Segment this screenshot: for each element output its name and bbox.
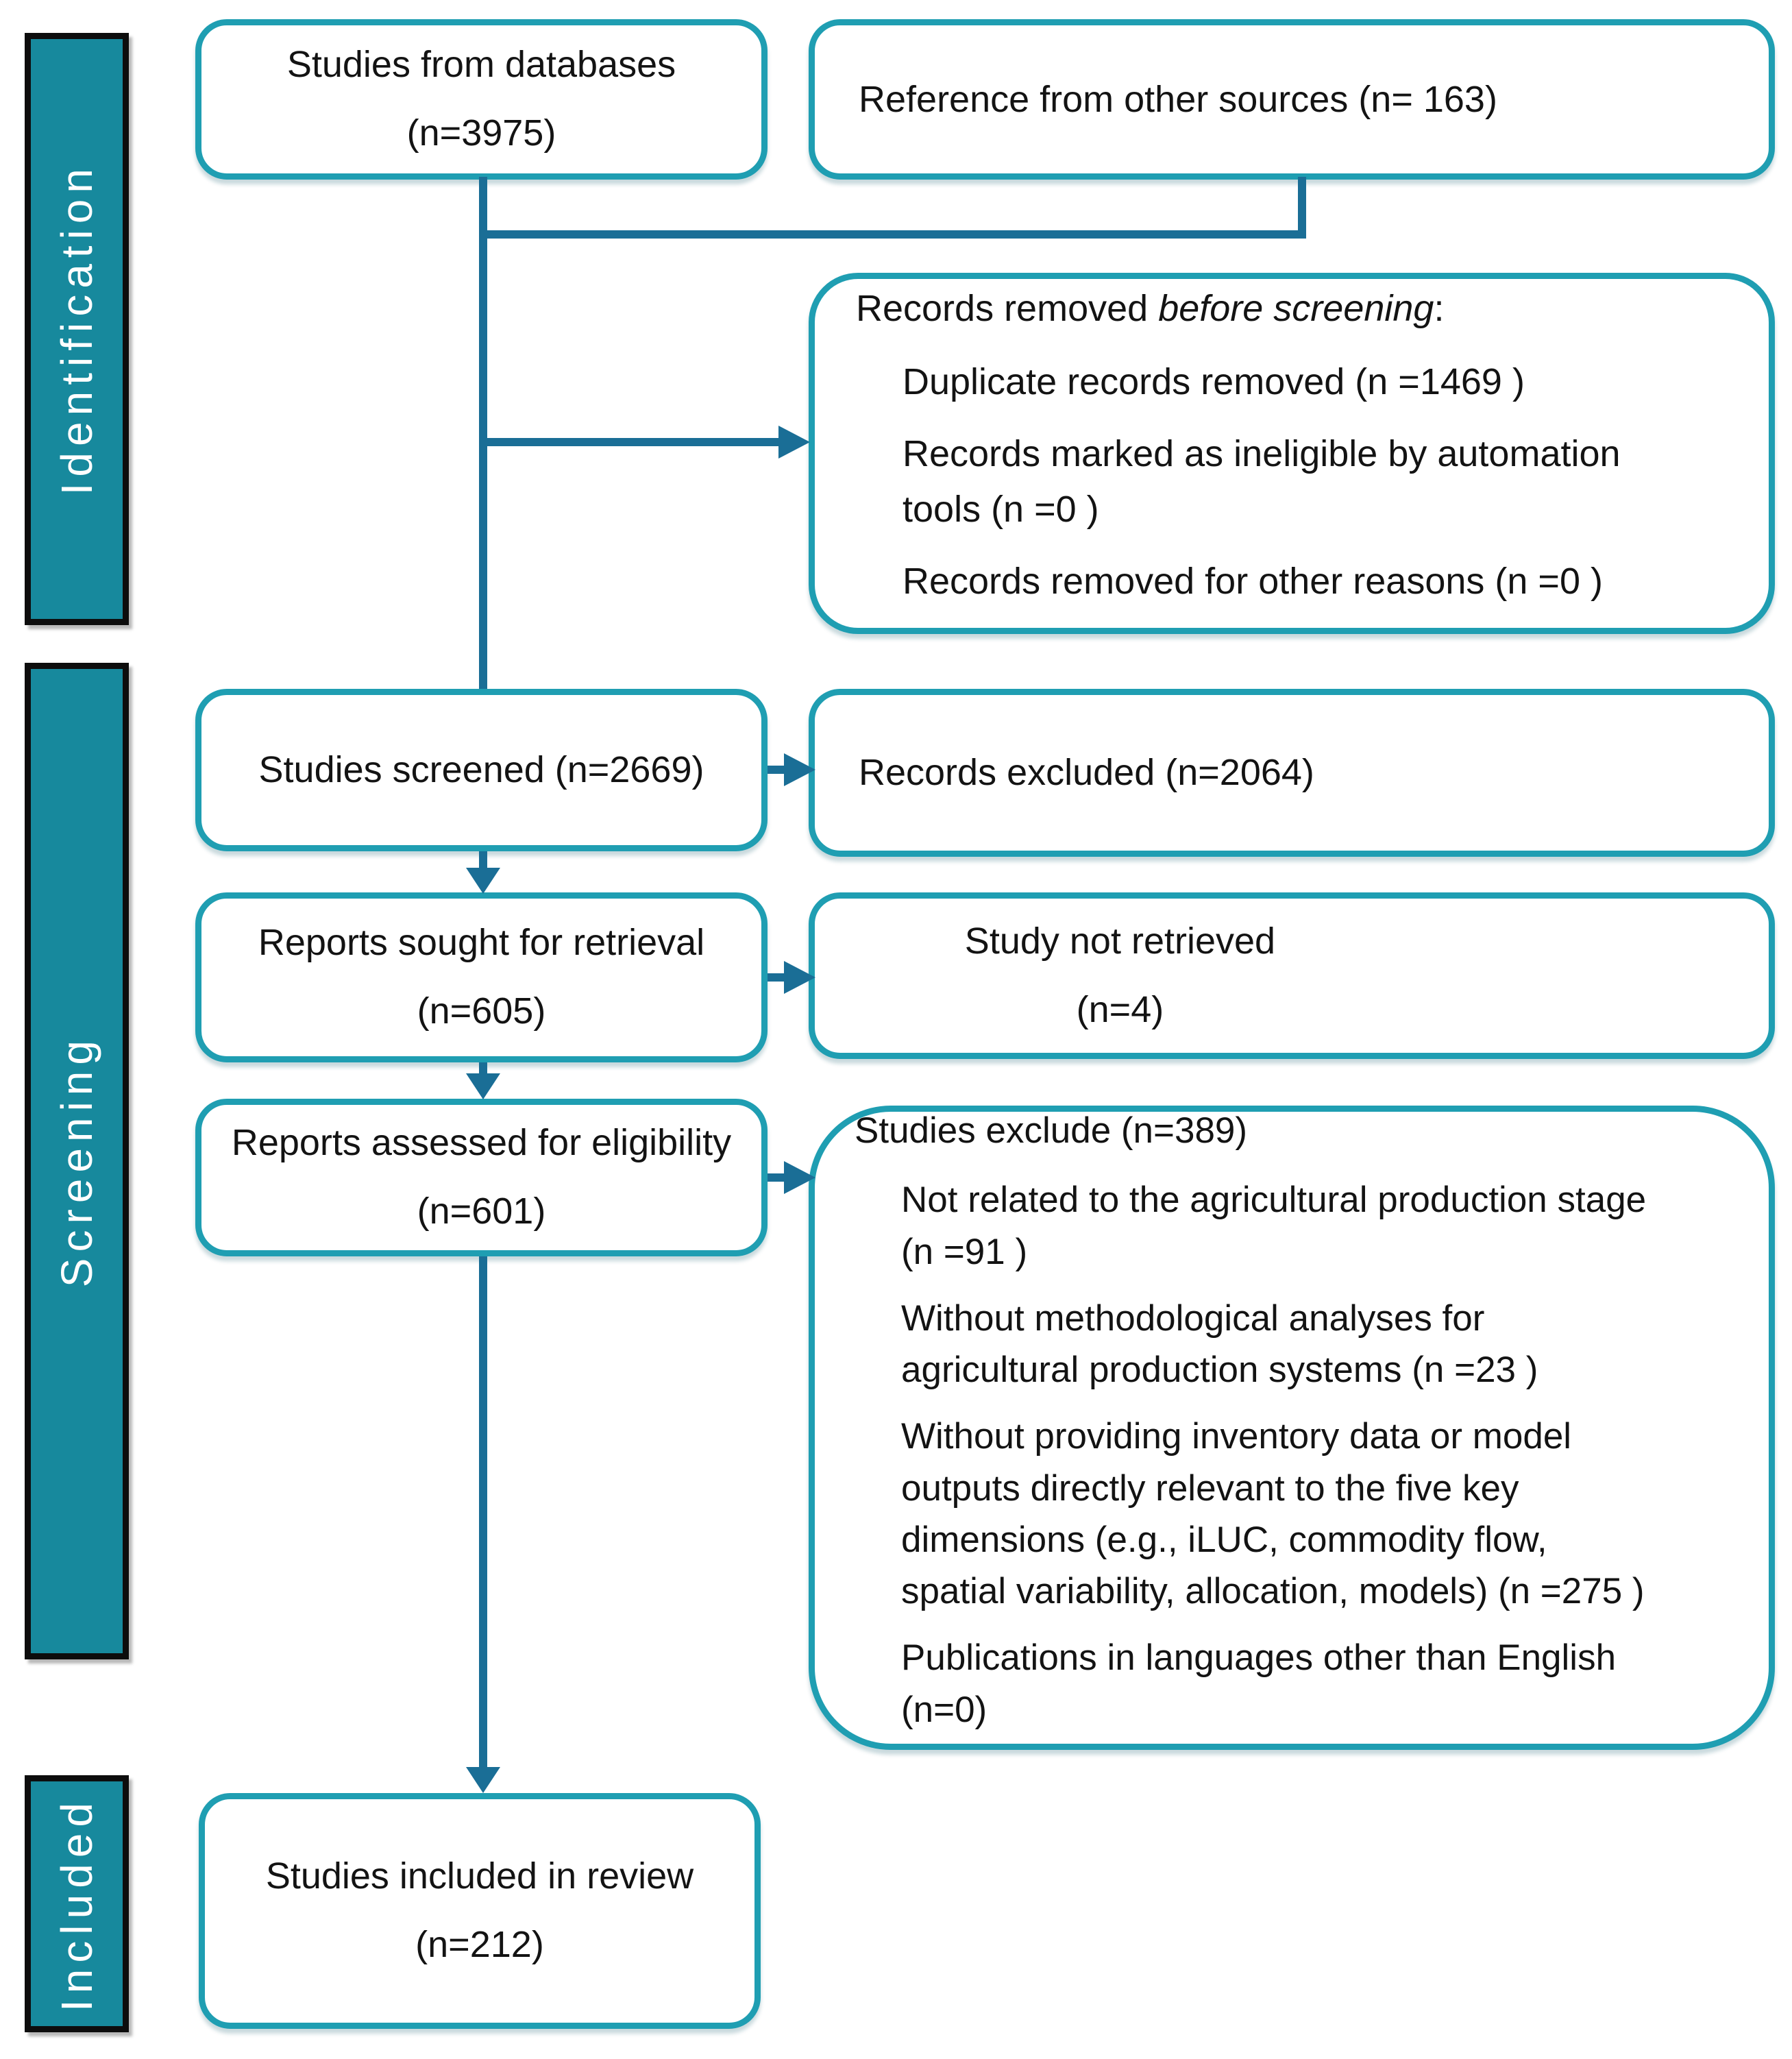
arrow-right-studies-excluded-icon [784, 1161, 815, 1194]
connector-assessed-to-studies-excluded [768, 1173, 787, 1182]
reports-sought-count: (n=605) [417, 990, 546, 1032]
studies-excluded-title: Studies exclude (n=389) [855, 1110, 1248, 1152]
arrow-down-included-icon [466, 1767, 500, 1793]
excl-no-inventory-line1: Without providing inventory data or mode… [901, 1416, 1572, 1457]
connector-to-records-removed [483, 438, 780, 446]
connector-sought-to-not-retrieved [768, 973, 787, 982]
stage-label-included: Included [52, 1796, 101, 2012]
records-excluded-text: Records excluded (n=2064) [859, 752, 1314, 794]
reason-automation: Records marked as ineligible by automati… [903, 426, 1736, 537]
records-removed-title-suffix: : [1434, 288, 1445, 329]
records-removed-title-prefix: Records removed [856, 288, 1159, 329]
excl-reason-no-inventory: Without providing inventory data or mode… [901, 1411, 1740, 1617]
connector-sought-to-assessed [479, 1062, 487, 1076]
reason-other-line1: Records removed for other reasons (n =0 … [903, 561, 1603, 602]
excl-reason-not-related: Not related to the agricultural producti… [901, 1174, 1740, 1278]
excl-no-inventory-line4: spatial variability, allocation, models)… [901, 1571, 1645, 1612]
box-references-other-sources: Reference from other sources (n= 163) [809, 19, 1775, 180]
box-studies-screened: Studies screened (n=2669) [195, 689, 768, 851]
excl-not-related-line2: (n =91 ) [901, 1231, 1028, 1272]
studies-included-count: (n=212) [415, 1924, 544, 1965]
reason-automation-line1: Records marked as ineligible by automati… [903, 433, 1621, 474]
arrow-right-not-retrieved-icon [784, 961, 815, 994]
records-removed-title-italic: before screening [1158, 288, 1434, 329]
excl-no-method-line2: agricultural production systems (n =23 ) [901, 1350, 1538, 1391]
studies-databases-line1: Studies from databases [286, 44, 676, 86]
connector-databases-to-screened [479, 177, 487, 689]
studies-screened-text: Studies screened (n=2669) [258, 749, 704, 791]
reason-automation-line2: tools (n =0 ) [903, 489, 1099, 530]
box-reports-assessed: Reports assessed for eligibility (n=601) [195, 1099, 768, 1256]
reports-assessed-line1: Reports assessed for eligibility [231, 1122, 732, 1164]
stage-label-screening: Screening [52, 1034, 101, 1288]
studies-databases-count: (n=3975) [406, 112, 556, 154]
connector-merge-horizontal [479, 230, 1306, 239]
arrow-right-records-removed-icon [778, 426, 810, 459]
box-reports-sought: Reports sought for retrieval (n=605) [195, 892, 768, 1062]
stage-bar-identification: Identification [25, 33, 129, 625]
reports-assessed-count: (n=601) [417, 1191, 546, 1232]
connector-other-sources-drop [1298, 177, 1306, 239]
arrow-down-assessed-icon [466, 1073, 500, 1099]
reports-sought-line1: Reports sought for retrieval [258, 922, 705, 964]
excl-no-inventory-line2: outputs directly relevant to the five ke… [901, 1467, 1519, 1509]
reason-duplicates-line1: Duplicate records removed (n =1469 ) [903, 361, 1525, 402]
reason-duplicates: Duplicate records removed (n =1469 ) [903, 354, 1736, 410]
studies-included-line1: Studies included in review [265, 1855, 694, 1897]
study-not-retrieved-line1: Study not retrieved [964, 920, 1276, 962]
connector-assessed-to-included [479, 1256, 487, 1770]
connector-screened-to-excluded [768, 766, 787, 774]
stage-bar-included: Included [25, 1775, 129, 2032]
excl-not-related-line1: Not related to the agricultural producti… [901, 1180, 1647, 1221]
box-studies-excluded: Studies exclude (n=389) Not related to t… [809, 1106, 1775, 1750]
excl-no-method-line1: Without methodological analyses for [901, 1297, 1485, 1339]
excl-reason-no-method: Without methodological analyses for agri… [901, 1293, 1740, 1396]
records-removed-title: Records removed before screening: [856, 281, 1736, 337]
study-not-retrieved-count: (n=4) [1076, 988, 1164, 1030]
excl-no-inventory-line3: dimensions (e.g., iLUC, commodity flow, [901, 1519, 1547, 1560]
box-study-not-retrieved: Study not retrieved (n=4) [809, 892, 1775, 1059]
stage-label-identification: Identification [52, 162, 101, 496]
excl-language-line2: (n=0) [901, 1689, 987, 1730]
reason-other: Records removed for other reasons (n =0 … [903, 554, 1736, 609]
box-records-excluded: Records excluded (n=2064) [809, 689, 1775, 857]
arrow-right-excluded-icon [784, 753, 815, 786]
stage-bar-screening: Screening [25, 663, 129, 1659]
excl-language-line1: Publications in languages other than Eng… [901, 1637, 1617, 1679]
box-studies-included: Studies included in review (n=212) [199, 1793, 761, 2029]
arrow-down-sought-icon [466, 868, 500, 894]
references-other-sources-text: Reference from other sources (n= 163) [859, 78, 1497, 120]
box-records-removed-before-screening: Records removed before screening: Duplic… [809, 273, 1775, 634]
box-studies-from-databases: Studies from databases (n=3975) [195, 19, 768, 180]
connector-screened-to-sought [479, 851, 487, 870]
excl-reason-language: Publications in languages other than Eng… [901, 1632, 1740, 1735]
